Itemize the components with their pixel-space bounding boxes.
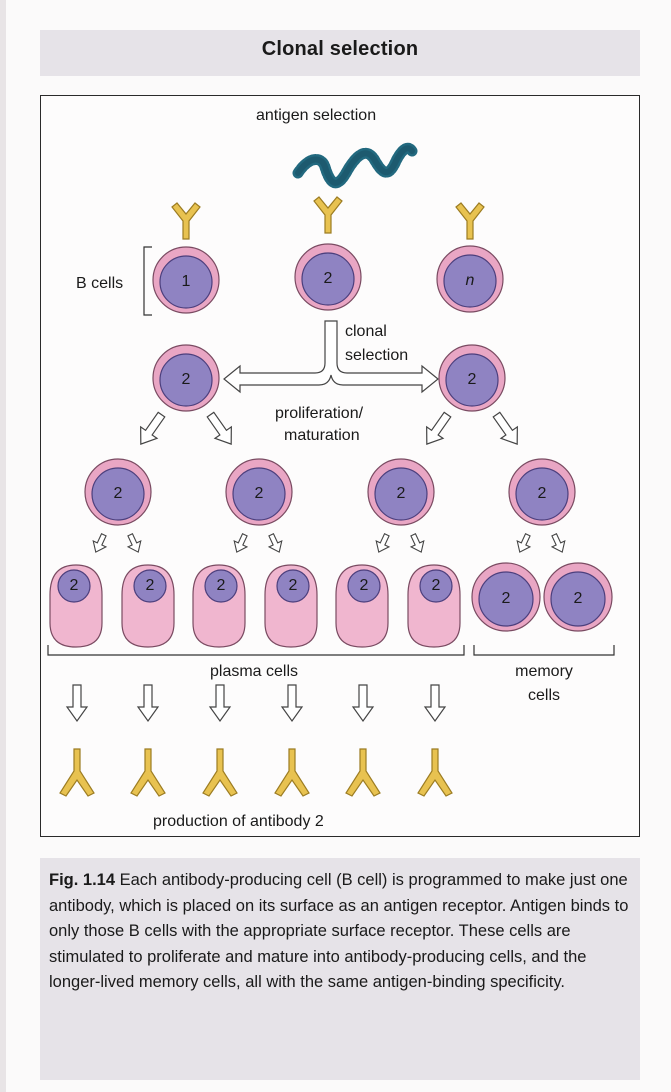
- clone-l2-4: [508, 458, 576, 526]
- caption-box: Fig. 1.14 Each antibody-producing cell (…: [40, 858, 640, 1080]
- clonal-selection-label-1: clonal: [345, 323, 387, 340]
- prolif-arrow-2: [201, 408, 240, 451]
- clone-l2-1: [84, 458, 152, 526]
- receptor-cell-2: [313, 196, 343, 234]
- memory-cell-1: [471, 562, 541, 632]
- production-label: production of antibody 2: [153, 813, 324, 830]
- figure-caption: Fig. 1.14 Each antibody-producing cell (…: [49, 868, 637, 996]
- memory-cells-label-1: memory: [515, 663, 573, 680]
- plasma-cell-2-number: 2: [145, 577, 155, 594]
- memory-cell-2: [543, 562, 613, 632]
- receptor-cell-1: [171, 202, 201, 240]
- clone-l2-4-number: 2: [537, 485, 547, 502]
- page-edge: [0, 0, 6, 1092]
- clonal-selection-label-2: selection: [345, 347, 409, 364]
- b-cell-2: [294, 243, 362, 311]
- b-cell-n-number: n: [465, 272, 475, 289]
- title-bar: Clonal selection: [40, 30, 640, 76]
- receptor-cell-n: [455, 202, 485, 240]
- clone-right-number: 2: [467, 371, 477, 388]
- plasma-cell-6-number: 2: [431, 577, 441, 594]
- memory-cell-2-number: 2: [573, 590, 583, 607]
- figure-title: Clonal selection: [261, 38, 419, 60]
- figure-number: Fig. 1.14: [49, 871, 116, 889]
- secretion-arrows: [66, 684, 446, 722]
- clone-left: [152, 344, 220, 412]
- clone-left-number: 2: [181, 371, 191, 388]
- clone-l2-1-number: 2: [113, 485, 123, 502]
- proliferation-label-2: maturation: [284, 427, 360, 444]
- plasma-cell-6: [407, 564, 461, 648]
- prolif-arrow-4: [487, 408, 526, 451]
- plasma-cell-2: [121, 564, 175, 648]
- b-cells-label: B cells: [76, 275, 124, 292]
- caption-text: Each antibody-producing cell (B cell) is…: [49, 871, 629, 991]
- plasma-cell-3-number: 2: [216, 577, 226, 594]
- plasma-cell-5: [335, 564, 389, 648]
- prolif-arrow-3: [418, 408, 457, 451]
- plasma-cell-5-number: 2: [359, 577, 369, 594]
- clone-l2-3-number: 2: [396, 485, 406, 502]
- b-cell-1: [152, 246, 220, 314]
- proliferation-label-1: proliferation/: [275, 405, 364, 422]
- b-cell-n: [436, 245, 504, 313]
- plasma-cells-label: plasma cells: [210, 663, 299, 680]
- clone-l2-3: [367, 458, 435, 526]
- clone-l2-2-number: 2: [254, 485, 264, 502]
- plasma-bracket: [47, 645, 465, 656]
- memory-cells-label-2: cells: [527, 687, 560, 704]
- plasma-cell-3: [192, 564, 246, 648]
- plasma-cell-1: [49, 564, 103, 648]
- antigen-selection-label: antigen selection: [256, 107, 377, 124]
- b-cell-2-number: 2: [323, 270, 333, 287]
- clonal-selection-diagram: [47, 142, 615, 797]
- memory-cell-1-number: 2: [501, 590, 511, 607]
- memory-bracket: [473, 645, 615, 656]
- plasma-cell-4-number: 2: [288, 577, 298, 594]
- clone-right: [438, 344, 506, 412]
- secreted-antibodies: [59, 748, 453, 797]
- plasma-cell-4: [264, 564, 318, 648]
- maturation-arrows: [88, 531, 570, 556]
- clone-l2-2: [225, 458, 293, 526]
- prolif-arrow-1: [132, 408, 171, 451]
- plasma-cell-1-number: 2: [69, 577, 79, 594]
- b-cell-1-number: 1: [181, 273, 191, 290]
- clonal-selection-arrow: [223, 320, 439, 394]
- b-cells-bracket: [143, 246, 152, 316]
